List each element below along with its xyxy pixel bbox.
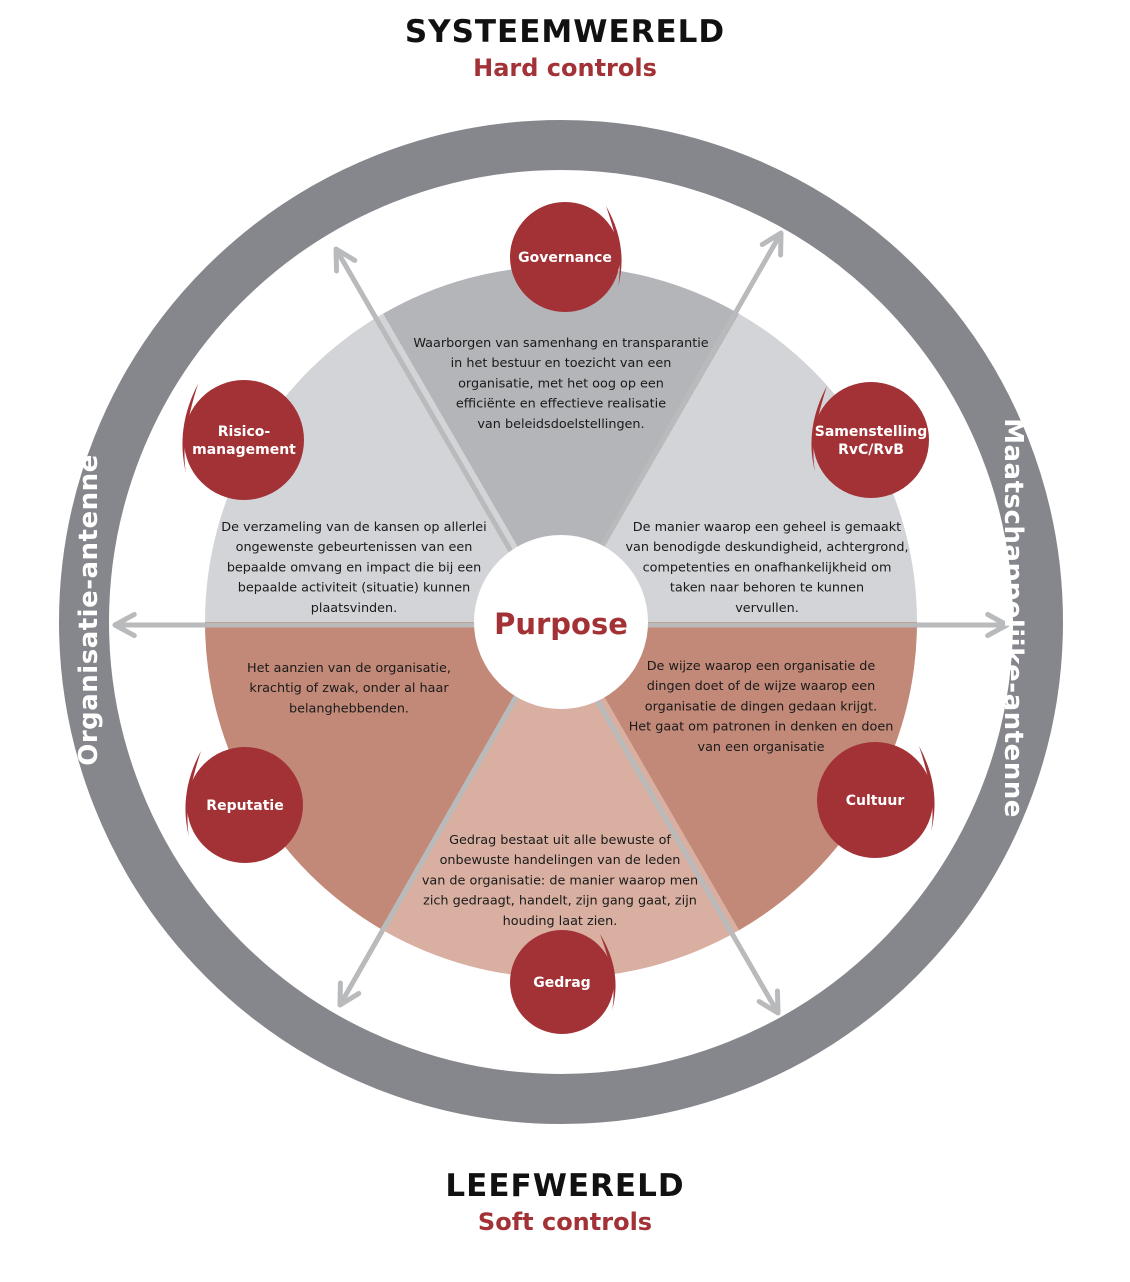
label-line: Gedrag [533, 975, 590, 991]
label-line: Cultuur [846, 793, 905, 809]
description-line: Waarborgen van samenhang en transparanti… [413, 336, 708, 351]
description-line: organisatie de dingen gedaan krijgt. [645, 699, 878, 714]
samenstelling-description: De manier waarop een geheel is gemaakt va… [625, 520, 908, 616]
bubble-circle [510, 930, 614, 1034]
description-line: Het aanzien van de organisatie, [247, 661, 451, 676]
bottom-title: LEEFWERELD [445, 1168, 685, 1204]
description-line: plaatsvinden. [311, 601, 397, 616]
description-line: zich gedraagt, handelt, zijn gang gaat, … [423, 894, 697, 909]
bubble-circle [184, 380, 304, 500]
label-line: Governance [518, 250, 612, 266]
organisatie-antenne-label: Organisatie-antenne [74, 454, 104, 766]
risico-description: De verzameling van de kansen op allerlei… [221, 520, 486, 616]
sector-samenstelling [561, 313, 917, 622]
description-line: dingen doet of de wijze waarop een [647, 679, 876, 694]
maatschappelijke-antenne-label: Maatschappelijke-antenne [998, 418, 1028, 818]
description-line: ongewenste gebeurtenissen van een [236, 540, 473, 555]
bubble-circle [817, 742, 933, 858]
gedrag-description: Gedrag bestaat uit alle bewuste of onbewu… [422, 833, 698, 929]
antenna-ring [59, 120, 1063, 1124]
cultuur-label: Cultuur [846, 793, 905, 809]
label-line: Risico- [218, 424, 271, 440]
cultuur-bubble: Cultuur [817, 742, 935, 858]
label-line: RvC/RvB [838, 442, 904, 458]
description-line: competenties en onafhankelijkheid om [643, 560, 892, 575]
sector-risico [205, 313, 561, 622]
governance-label: Governance [518, 250, 612, 266]
label-line: Reputatie [206, 798, 283, 814]
description-line: belanghebbenden. [289, 701, 409, 716]
description-line: houding laat zien. [503, 914, 618, 929]
description-line: van de organisatie: de manier waarop men [422, 873, 698, 888]
sectors [205, 265, 917, 978]
sector-governance [383, 265, 739, 622]
governance-description: Waarborgen van samenhang en transparanti… [413, 336, 708, 432]
description-line: bepaalde omvang en impact die bij een [227, 560, 481, 575]
reputatie-bubble: Reputatie [185, 747, 303, 863]
description-line: vervullen. [735, 601, 799, 616]
gedrag-label: Gedrag [533, 975, 590, 991]
label-line: Samenstelling [815, 424, 928, 440]
reputatie-label: Reputatie [206, 798, 283, 814]
purpose-circle [474, 535, 648, 709]
description-line: De manier waarop een geheel is gemaakt [633, 520, 901, 535]
reputatie-description: Het aanzien van de organisatie, krachtig … [247, 661, 451, 716]
description-line: organisatie, met het oog op een [458, 376, 664, 391]
sector-reputatie [205, 622, 561, 931]
description-line: onbewuste handelingen van de leden [440, 853, 681, 868]
sector-gedrag [383, 622, 739, 978]
risico-bubble: Risico-management [182, 380, 304, 500]
description-line: taken naar behoren te kunnen [670, 581, 864, 596]
bubble-circle [187, 747, 303, 863]
description-line: efficiënte en effectieve realisatie [456, 397, 666, 412]
descriptions: Waarborgen van samenhang en transparanti… [221, 336, 908, 929]
description-line: De verzameling van de kansen op allerlei [221, 520, 486, 535]
purpose-label: Purpose [494, 607, 628, 641]
description-line: in het bestuur en toezicht van een [451, 356, 672, 371]
top-title: SYSTEEMWERELD [404, 14, 726, 50]
description-line: van beleidsdoelstellingen. [477, 417, 644, 432]
description-line: van een organisatie [698, 740, 825, 755]
description-line: De wijze waarop een organisatie de [647, 659, 876, 674]
description-line: Gedrag bestaat uit alle bewuste of [449, 833, 671, 848]
bubble-circle [510, 202, 620, 312]
description-line: Het gaat om patronen in denken en doen [629, 720, 894, 735]
bubble-circle [813, 382, 929, 498]
label-line: management [192, 442, 296, 458]
description-line: bepaalde activiteit (situatie) kunnen [238, 581, 471, 596]
governance-bubble: Governance [510, 202, 622, 312]
sector-cultuur [561, 622, 917, 931]
cultuur-description: De wijze waarop een organisatie de dingen… [629, 659, 894, 755]
bottom-subtitle: Soft controls [477, 1208, 653, 1236]
description-line: van benodigde deskundigheid, achtergrond… [625, 540, 908, 555]
description-line: krachtig of zwak, onder al haar [249, 681, 449, 696]
risico-label: Risico-management [192, 424, 296, 458]
top-subtitle: Hard controls [473, 54, 657, 82]
gedrag-bubble: Gedrag [510, 930, 616, 1034]
